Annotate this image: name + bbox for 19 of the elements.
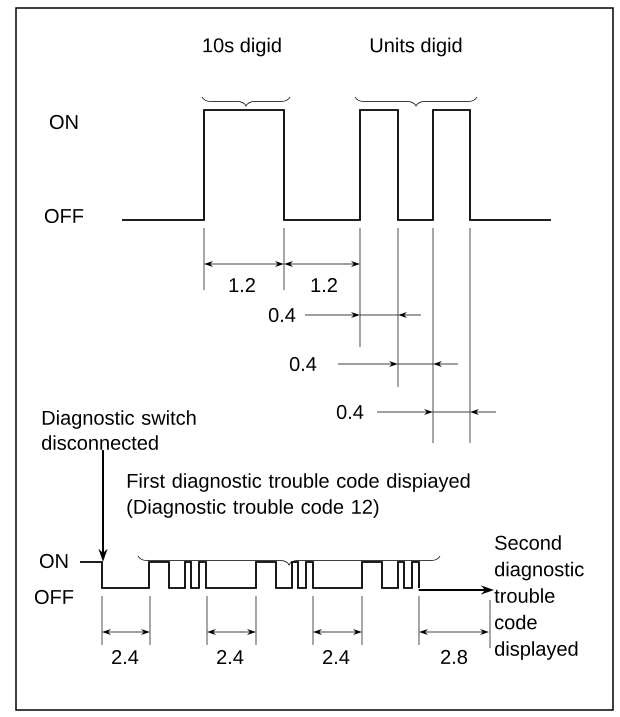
text-label: OFF bbox=[44, 208, 84, 224]
text-label: Second diagnostic trouble code displayed bbox=[494, 535, 584, 660]
text-label: 0.4 bbox=[336, 404, 364, 420]
text-label: 2.4 bbox=[217, 650, 244, 664]
text-label: 0.4 bbox=[268, 308, 296, 322]
text-label: 2.8 bbox=[441, 650, 468, 664]
text-label: ON bbox=[50, 114, 78, 130]
text-label: Units digid bbox=[370, 38, 462, 56]
text-label: 0.4 bbox=[290, 356, 316, 372]
pulse-train-drawing bbox=[80, 561, 420, 589]
text-label: 2.4 bbox=[323, 650, 350, 664]
text-label: 1.2 bbox=[230, 278, 255, 292]
text-label: 10s digid bbox=[204, 38, 281, 56]
text-label: ON bbox=[40, 554, 68, 568]
text-label: 2.4 bbox=[112, 650, 138, 664]
text-label: 1.2 bbox=[312, 278, 337, 292]
text-label: OFF bbox=[34, 590, 74, 604]
text-label: Diagnostic switch disconnected bbox=[42, 410, 196, 450]
text-label: First diagnostic trouble code dispiayed (Diagnostic trouble code 12) bbox=[127, 473, 470, 518]
